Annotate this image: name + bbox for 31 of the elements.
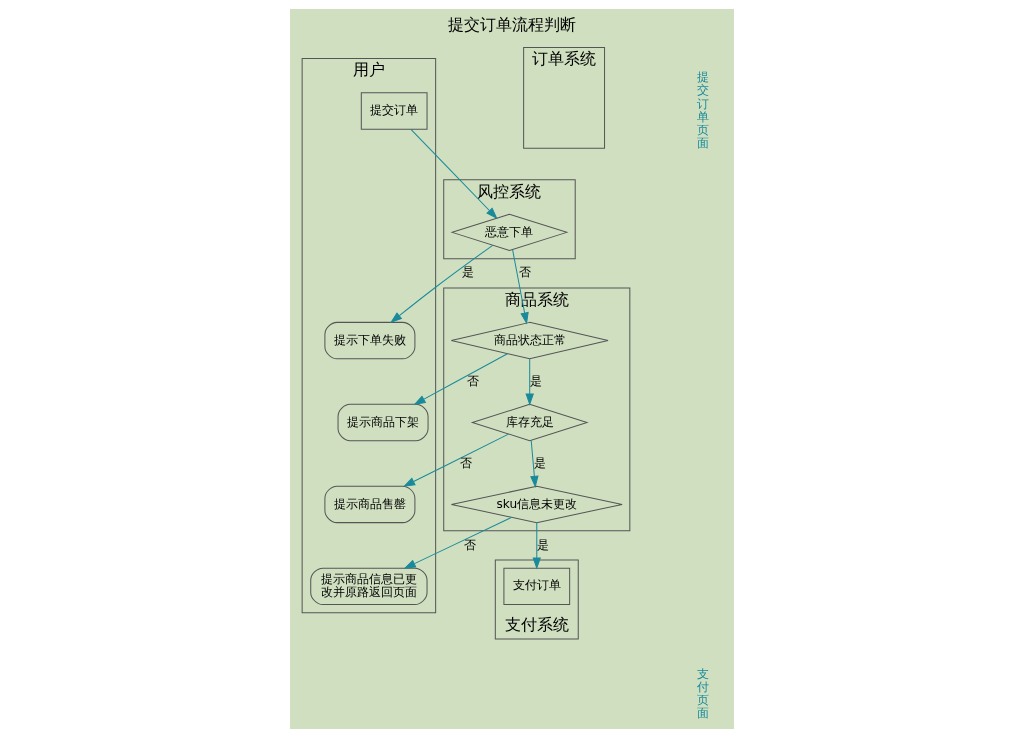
node-box: 支付订单	[503, 567, 571, 605]
node-diamond: 商品状态正常	[450, 321, 609, 359]
arrow	[413, 352, 508, 405]
arrow	[403, 433, 509, 487]
edge-label: 是	[530, 373, 543, 388]
arrow	[530, 439, 539, 488]
node-box: 提示商品售罄	[324, 485, 416, 523]
label: 提交订单页面	[696, 69, 709, 150]
edge-label: 否	[519, 264, 532, 279]
node-box: 提示下单失败	[324, 321, 416, 359]
arrow	[410, 128, 498, 219]
edge-label: 是	[462, 264, 475, 279]
node-box: 提交订单	[360, 91, 428, 130]
arrow	[532, 521, 542, 570]
arrow	[390, 244, 494, 323]
node-box: 订单系统	[523, 46, 606, 149]
edge-label: 否	[463, 537, 476, 552]
node-box: 提示商品下架	[337, 403, 429, 441]
edge-label: 是	[537, 537, 550, 552]
node-diamond: sku信息未更改	[450, 485, 623, 523]
label: 支付页面	[696, 666, 709, 720]
edge-label: 是	[534, 455, 547, 470]
node-diamond: 库存充足	[470, 403, 589, 441]
edge-label: 否	[466, 373, 479, 388]
arrow	[403, 516, 513, 569]
node-box: 提示商品信息已更改并原路返回页面	[310, 567, 428, 605]
arrow	[512, 248, 529, 325]
diagram-title: 提交订单流程判断	[448, 14, 576, 34]
arrow	[525, 357, 534, 406]
node-diamond: 恶意下单	[450, 213, 569, 251]
edge-label: 否	[460, 455, 473, 470]
